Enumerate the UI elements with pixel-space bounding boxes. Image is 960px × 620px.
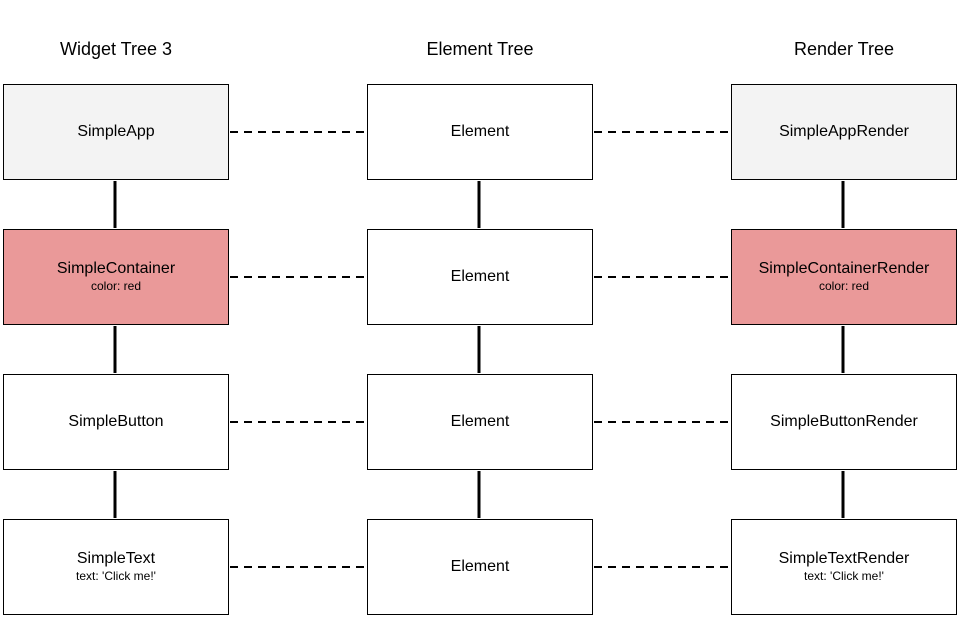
render-node-simple-app-render: SimpleAppRender xyxy=(731,84,957,180)
widget-tree-title: Widget Tree 3 xyxy=(59,39,173,59)
widget-node-simple-button: SimpleButton xyxy=(3,374,229,470)
node-name: SimpleContainerRender xyxy=(758,260,930,277)
node-name: SimpleButton xyxy=(68,413,164,430)
node-property: color: red xyxy=(818,279,870,293)
node-property: text: 'Click me!' xyxy=(804,569,884,583)
render-node-simple-container-render: SimpleContainerRender color: red xyxy=(731,229,957,325)
node-name: SimpleText xyxy=(76,550,156,567)
element-tree-title: Element Tree xyxy=(426,39,534,59)
render-node-simple-button-render: SimpleButtonRender xyxy=(731,374,957,470)
widget-node-simple-text: SimpleText text: 'Click me!' xyxy=(3,519,229,615)
node-name: Element xyxy=(450,123,510,140)
node-name: Element xyxy=(450,268,510,285)
node-name: Element xyxy=(450,413,510,430)
element-node-3: Element xyxy=(367,374,593,470)
node-property: text: 'Click me!' xyxy=(76,569,156,583)
node-name: SimpleAppRender xyxy=(779,123,909,140)
node-property: color: red xyxy=(90,279,142,293)
node-name: SimpleTextRender xyxy=(778,550,910,567)
element-node-2: Element xyxy=(367,229,593,325)
render-tree-title: Render Tree xyxy=(793,39,895,59)
widget-node-simple-container: SimpleContainer color: red xyxy=(3,229,229,325)
widget-node-simple-app: SimpleApp xyxy=(3,84,229,180)
node-name: SimpleApp xyxy=(77,123,155,140)
element-node-1: Element xyxy=(367,84,593,180)
render-node-simple-text-render: SimpleTextRender text: 'Click me!' xyxy=(731,519,957,615)
node-name: Element xyxy=(450,558,510,575)
element-node-4: Element xyxy=(367,519,593,615)
node-name: SimpleContainer xyxy=(56,260,176,277)
node-name: SimpleButtonRender xyxy=(770,413,918,430)
